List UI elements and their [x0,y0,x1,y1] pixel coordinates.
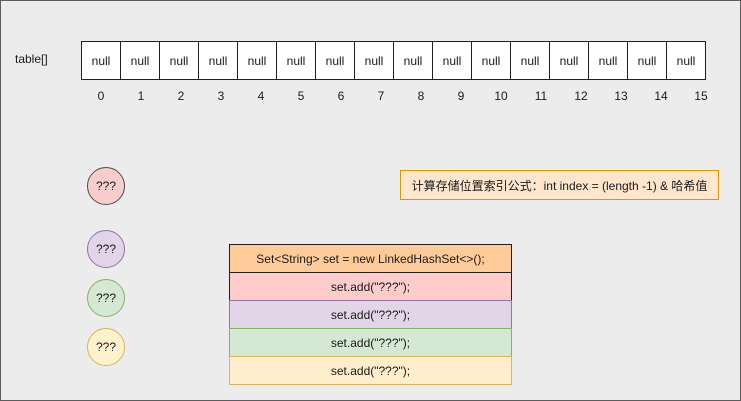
hash-node-circle[interactable]: ??? [87,279,125,317]
code-line[interactable]: set.add("???"); [229,356,512,385]
code-line[interactable]: set.add("???"); [229,272,512,301]
array-cell[interactable]: null [666,41,706,80]
array-cell[interactable]: null [237,41,277,80]
array-index-label: 10 [494,89,508,103]
array-cell[interactable]: null [159,41,199,80]
array-index-label: 13 [614,89,628,103]
array-index-label: 11 [534,89,548,103]
array-cell[interactable]: null [315,41,355,80]
array-cell[interactable]: null [81,41,121,80]
table-array-label: table[] [15,52,48,66]
array-index-label: 4 [257,89,265,103]
code-snippet-block: Set<String> set = new LinkedHashSet<>();… [229,244,512,385]
array-index-label: 9 [457,89,465,103]
index-formula-box: 计算存储位置索引公式：int index = (length -1) & 哈希值 [400,170,719,200]
array-index-label: 7 [377,89,385,103]
array-index-label: 8 [417,89,425,103]
array-index-label: 15 [694,89,708,103]
array-cell[interactable]: null [510,41,550,80]
array-index-label: 5 [297,89,305,103]
hash-node-circle[interactable]: ??? [87,328,125,366]
array-cell[interactable]: null [354,41,394,80]
array-index-label: 14 [654,89,668,103]
hash-node-circle[interactable]: ??? [87,167,125,205]
array-cell[interactable]: null [549,41,589,80]
array-index-label: 3 [217,89,225,103]
code-line[interactable]: Set<String> set = new LinkedHashSet<>(); [229,244,512,273]
array-cell[interactable]: null [588,41,628,80]
array-index-label: 1 [137,89,145,103]
array-index-label: 6 [337,89,345,103]
array-cell[interactable]: null [432,41,472,80]
array-cell[interactable]: null [276,41,316,80]
array-cell[interactable]: null [120,41,160,80]
array-cell[interactable]: null [627,41,667,80]
code-line[interactable]: set.add("???"); [229,300,512,329]
hash-node-circle[interactable]: ??? [87,230,125,268]
array-index-label: 12 [574,89,588,103]
array-cell[interactable]: null [198,41,238,80]
array-index-label: 0 [97,89,105,103]
code-line[interactable]: set.add("???"); [229,328,512,357]
array-cell[interactable]: null [393,41,433,80]
array-cell[interactable]: null [471,41,511,80]
array-index-label: 2 [177,89,185,103]
